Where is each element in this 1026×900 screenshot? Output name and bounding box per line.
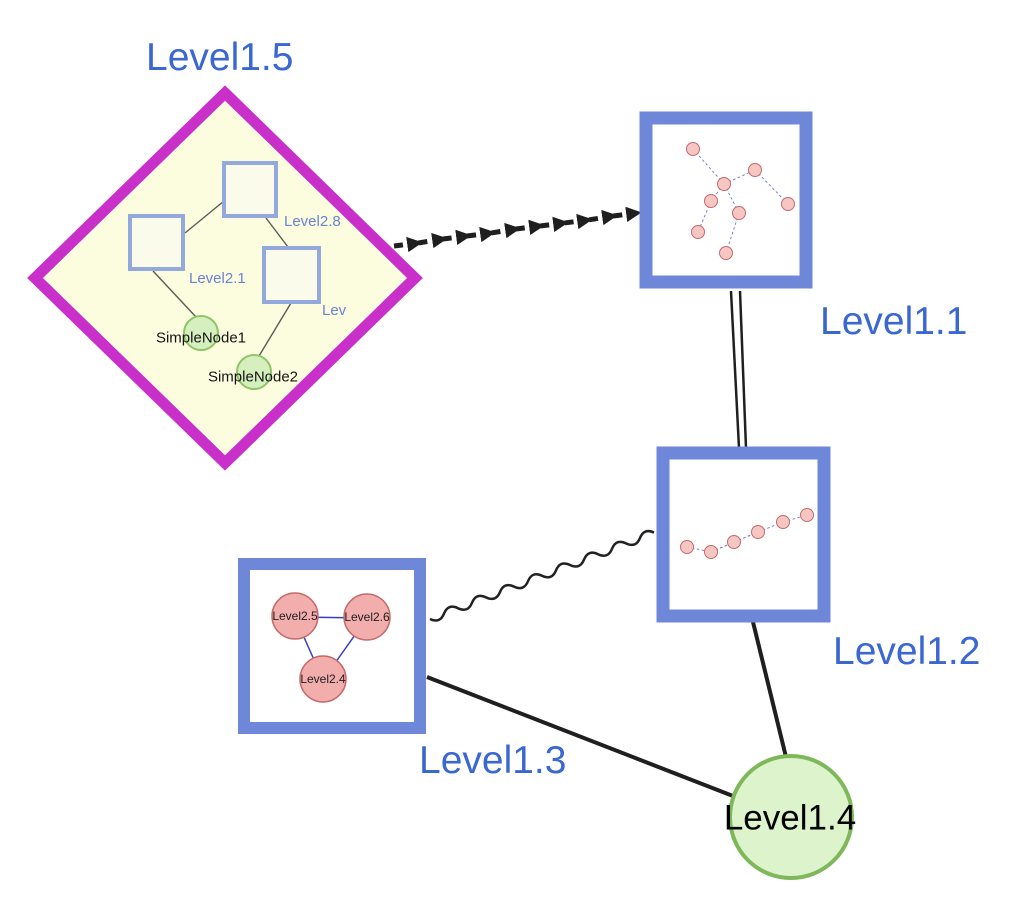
node-level28-square[interactable] <box>222 161 278 218</box>
level12-inner-graph[interactable] <box>680 508 814 559</box>
mini-node[interactable] <box>686 142 700 156</box>
mini-node[interactable] <box>680 540 694 554</box>
level21-label: Level2.1 <box>189 270 246 287</box>
level15-label: Level1.5 <box>146 36 294 79</box>
node-level25[interactable] <box>271 592 319 640</box>
level25-label: Level2.5 <box>272 609 318 623</box>
node-level13[interactable] <box>238 558 426 734</box>
level14-label: Level1.4 <box>723 798 857 838</box>
node-level12[interactable] <box>656 446 831 623</box>
mini-node[interactable] <box>748 163 762 177</box>
mini-node[interactable] <box>781 197 795 211</box>
mini-node[interactable] <box>732 206 746 220</box>
mini-node[interactable] <box>727 535 741 549</box>
edge-level12-level14[interactable] <box>751 621 788 758</box>
node-simplenode2[interactable] <box>236 354 272 390</box>
mini-node[interactable] <box>776 515 790 529</box>
simplenode2-label: SimpleNode2 <box>207 368 299 386</box>
node-level26[interactable] <box>343 593 391 641</box>
node-level15-diamond[interactable] <box>27 85 423 471</box>
level15-inner-edges[interactable] <box>152 200 292 357</box>
mini-node[interactable] <box>691 225 705 239</box>
node-level24[interactable] <box>299 655 347 703</box>
mini-node[interactable] <box>719 246 733 260</box>
node-level21-square[interactable] <box>128 214 185 271</box>
node-simplenode1[interactable] <box>183 315 219 351</box>
edge-level13-level12[interactable] <box>429 529 655 622</box>
edge-level15-level11[interactable] <box>393 206 642 253</box>
mini-node[interactable] <box>704 545 718 559</box>
level11-mini-nodes <box>686 142 795 260</box>
mini-node[interactable] <box>704 194 718 208</box>
level24-label: Level2.4 <box>300 672 346 686</box>
simplenode1-label: SimpleNode1 <box>155 329 247 347</box>
level13-label: Level1.3 <box>419 739 567 782</box>
level12-label: Level1.2 <box>833 630 981 673</box>
mini-node[interactable] <box>717 177 731 191</box>
level28-label: Level2.8 <box>284 213 341 230</box>
level26-label: Level2.6 <box>344 610 390 624</box>
node-level14[interactable] <box>728 754 854 880</box>
node-lev-square[interactable] <box>262 246 321 304</box>
level12-mini-nodes <box>680 508 814 559</box>
mini-node[interactable] <box>800 508 814 522</box>
lev-label: Lev <box>322 302 347 319</box>
edge-level13-level14[interactable] <box>426 675 734 798</box>
mini-node[interactable] <box>751 525 765 539</box>
edge-level11-level12[interactable] <box>729 290 748 449</box>
level11-label: Level1.1 <box>820 300 968 343</box>
level11-inner-graph[interactable] <box>686 142 795 260</box>
